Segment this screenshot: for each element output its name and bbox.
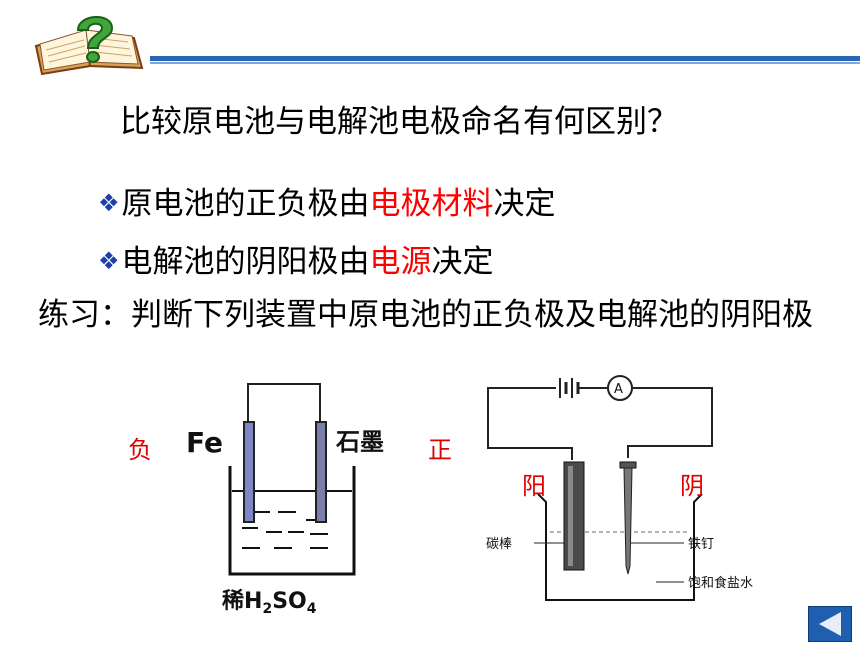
diamond-bullet-icon: ❖: [98, 247, 120, 275]
header-rule-thin: [150, 62, 860, 64]
bullet-text: 原电池的正负极由: [121, 186, 370, 222]
diamond-bullet-icon: ❖: [98, 189, 120, 217]
ammeter-label: A: [614, 382, 623, 397]
negative-label: 负: [128, 436, 152, 464]
electrolyte-label: 稀H2SO4: [222, 588, 317, 617]
header-rule: [150, 56, 860, 61]
fe-label: Fe: [186, 426, 223, 459]
practice-text: 练习：判断下列装置中原电池的正负极及电解池的阴阳极: [38, 297, 813, 333]
bullet-highlight: 电极材料: [369, 186, 494, 222]
brine-label: 饱和食盐水: [688, 575, 753, 591]
electrolytic-cell-diagram: A 碳棒 铁钉 饱和食盐水: [486, 375, 753, 601]
iron-nail-label: 铁钉: [688, 537, 714, 552]
back-arrow-icon: [819, 612, 841, 636]
galvanic-cell-diagram: Fe 石墨 稀H2SO4: [186, 383, 384, 617]
bullet-text: 电解池的阴阳极由: [121, 244, 370, 280]
book-question-icon: [34, 15, 144, 76]
slide-title: 比较原电池与电解池电极命名有何区别？: [120, 104, 678, 140]
positive-label: 正: [428, 436, 452, 464]
bullet-text: 决定: [431, 244, 494, 280]
bullet-galvanic: ❖原电池的正负极由电极材料决定: [98, 178, 556, 223]
bullet-highlight: 电源: [369, 244, 432, 280]
bullet-electrolytic: ❖电解池的阴阳极由电源决定: [98, 236, 494, 281]
anode-label: 阳: [522, 472, 546, 500]
bullet-text: 决定: [493, 186, 556, 222]
back-button[interactable]: [808, 606, 852, 642]
cathode-label: 阴: [680, 472, 704, 500]
graphite-label: 石墨: [335, 428, 384, 456]
carbon-rod-label: 碳棒: [486, 537, 512, 552]
